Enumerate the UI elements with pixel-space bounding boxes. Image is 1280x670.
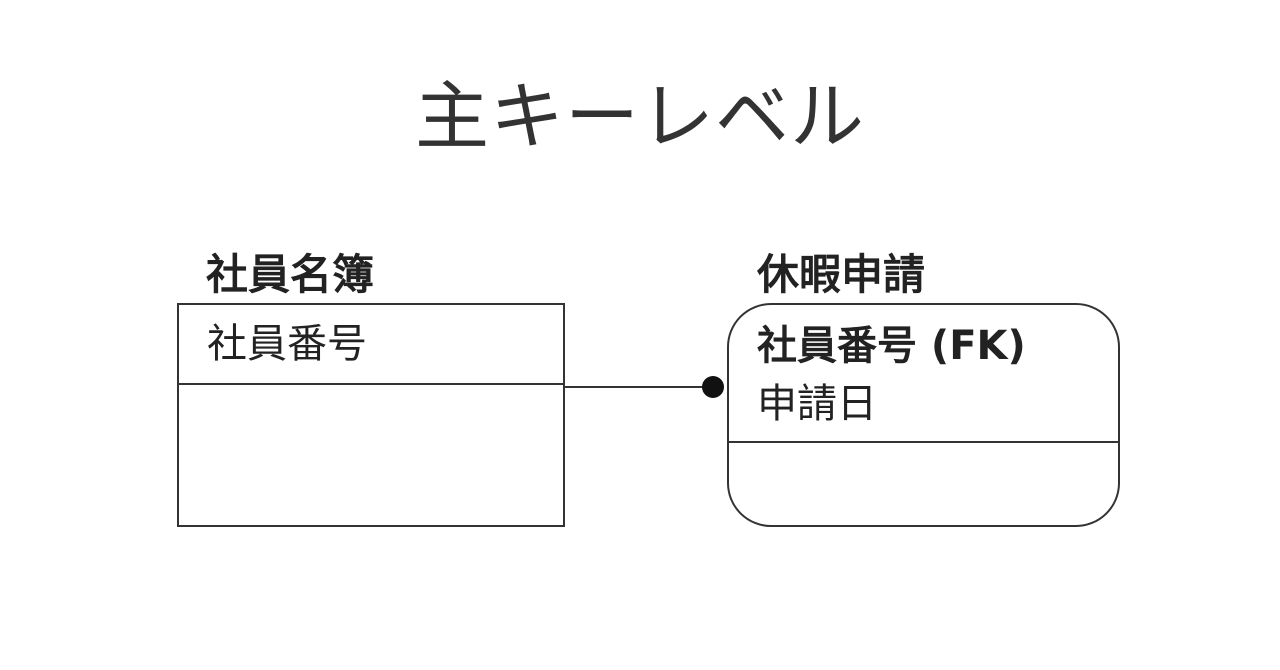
entity-key-attribute: 社員番号 <box>207 321 367 367</box>
entity-key-attribute: 申請日 <box>757 381 877 427</box>
entity-name-leave-request: 休暇申請 <box>757 250 926 299</box>
entity-key-area-leave-request: 社員番号 (FK) 申請日 <box>729 305 1118 443</box>
diagram-title: 主キーレベル <box>415 74 865 160</box>
entity-key-attribute-fk: 社員番号 (FK) <box>757 323 1026 369</box>
entity-box-employee: 社員番号 <box>177 303 565 527</box>
entity-key-area-employee: 社員番号 <box>179 305 563 385</box>
entity-name-employee: 社員名簿 <box>206 250 375 299</box>
entity-box-leave-request: 社員番号 (FK) 申請日 <box>727 303 1120 527</box>
relationship-cardinality-dot <box>702 376 724 398</box>
